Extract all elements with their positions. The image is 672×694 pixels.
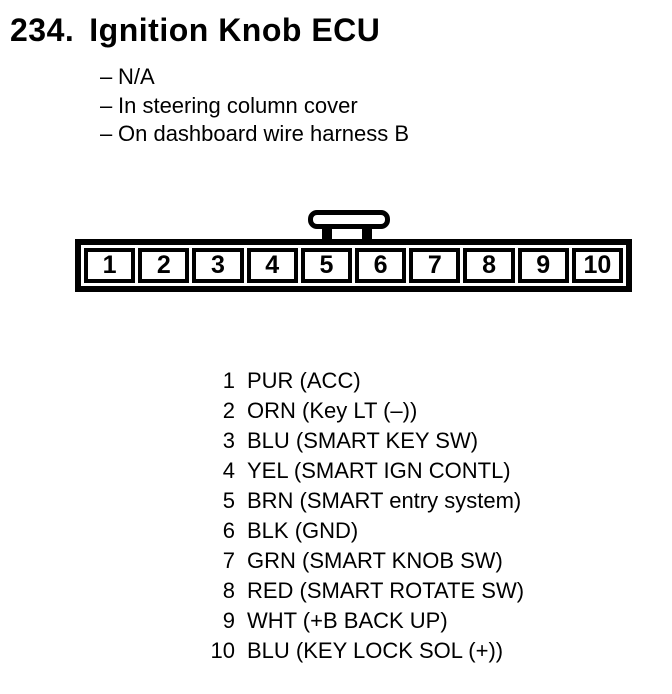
pinout-row: 5 BRN (SMART entry system) (180, 486, 524, 516)
pinout-pin-number: 10 (210, 638, 235, 663)
pinout-description: WHT (+B BACK UP) (247, 608, 448, 633)
pinout-row: 10 BLU (KEY LOCK SOL (+)) (180, 636, 524, 666)
note-text: On dashboard wire harness B (118, 121, 410, 146)
pin-number: 6 (373, 251, 388, 279)
pin-number: 2 (156, 251, 171, 279)
pinout-pin-number: 2 (222, 398, 235, 423)
connector-lock-tab-leg-right (362, 226, 372, 241)
pin-number: 9 (536, 251, 551, 279)
connector-pin-cell: 9 (517, 248, 569, 283)
bullet-dash: – (100, 121, 113, 146)
pinout-description: BRN (SMART entry system) (247, 488, 522, 513)
pinout-description: GRN (SMART KNOB SW) (247, 548, 503, 573)
connector-diagram: 1 2 3 4 5 6 7 8 9 10 (75, 239, 632, 292)
pinout-description: ORN (Key LT (–)) (247, 398, 418, 423)
pinout-description: YEL (SMART IGN CONTL) (247, 458, 511, 483)
pinout-list: 1 PUR (ACC) 2 ORN (Key LT (–)) 3 BLU (SM… (180, 366, 525, 666)
connector-pin-cell: 7 (409, 248, 461, 283)
connector-pin-cell: 10 (571, 248, 624, 283)
connector-pin-cell: 1 (84, 248, 136, 283)
pinout-row: 2 ORN (Key LT (–)) (180, 396, 524, 426)
section-number: 234. (10, 12, 75, 48)
pin-number: 10 (583, 251, 612, 279)
bullet-dash: – (100, 64, 113, 89)
pin-number: 4 (265, 251, 280, 279)
pinout-row: 8 RED (SMART ROTATE SW) (180, 576, 524, 606)
connector-pin-cell: 2 (138, 248, 190, 283)
note-text: In steering column cover (118, 92, 358, 118)
pin-number: 7 (427, 251, 442, 279)
note-line: –In steering column cover (100, 92, 409, 121)
pinout-pin-number: 6 (222, 518, 235, 543)
pinout-description: BLK (GND) (247, 518, 359, 543)
connector-pin-cell: 4 (246, 248, 298, 283)
connector-pin-cell: 8 (463, 248, 515, 283)
connector-pin-cell: 3 (192, 248, 244, 283)
connector-lock-tab (308, 210, 390, 229)
note-line: –On dashboard wire harness B (100, 120, 409, 149)
connector-pin-cell: 6 (355, 248, 407, 283)
pin-number: 5 (319, 251, 334, 279)
note-text: N/A (118, 64, 155, 89)
pinout-row: 6 BLK (GND) (180, 516, 524, 546)
pinout-row: 4 YEL (SMART IGN CONTL) (180, 456, 524, 486)
pinout-description: BLU (KEY LOCK SOL (+)) (247, 638, 504, 663)
pinout-row: 9 WHT (+B BACK UP) (180, 606, 524, 636)
connector-lock-tab-leg-left (322, 226, 332, 241)
note-line: –N/A (100, 63, 409, 92)
pinout-pin-number: 1 (222, 368, 235, 393)
pinout-pin-number: 4 (222, 458, 235, 483)
pinout-pin-number: 9 (222, 608, 235, 633)
pinout-description: PUR (ACC) (247, 368, 361, 393)
pinout-row: 1 PUR (ACC) (180, 366, 524, 396)
pinout-pin-number: 8 (222, 578, 235, 603)
bullet-dash: – (100, 92, 113, 118)
location-notes: –N/A –In steering column cover –On dashb… (100, 63, 409, 149)
pin-number: 1 (102, 251, 117, 279)
connector-pin-cell: 5 (300, 248, 353, 283)
pinout-pin-number: 5 (222, 488, 235, 513)
pinout-row: 7 GRN (SMART KNOB SW) (180, 546, 524, 576)
pin-number: 3 (211, 251, 225, 279)
pinout-pin-number: 3 (222, 428, 235, 453)
pin-number: 8 (482, 251, 496, 279)
pinout-row: 3 BLU (SMART KEY SW) (180, 426, 524, 456)
pinout-description: RED (SMART ROTATE SW) (247, 578, 525, 603)
pinout-description: BLU (SMART KEY SW) (247, 428, 479, 453)
pinout-pin-number: 7 (222, 548, 235, 573)
section-name: Ignition Knob ECU (89, 12, 381, 48)
section-title: 234. Ignition Knob ECU (10, 12, 380, 49)
